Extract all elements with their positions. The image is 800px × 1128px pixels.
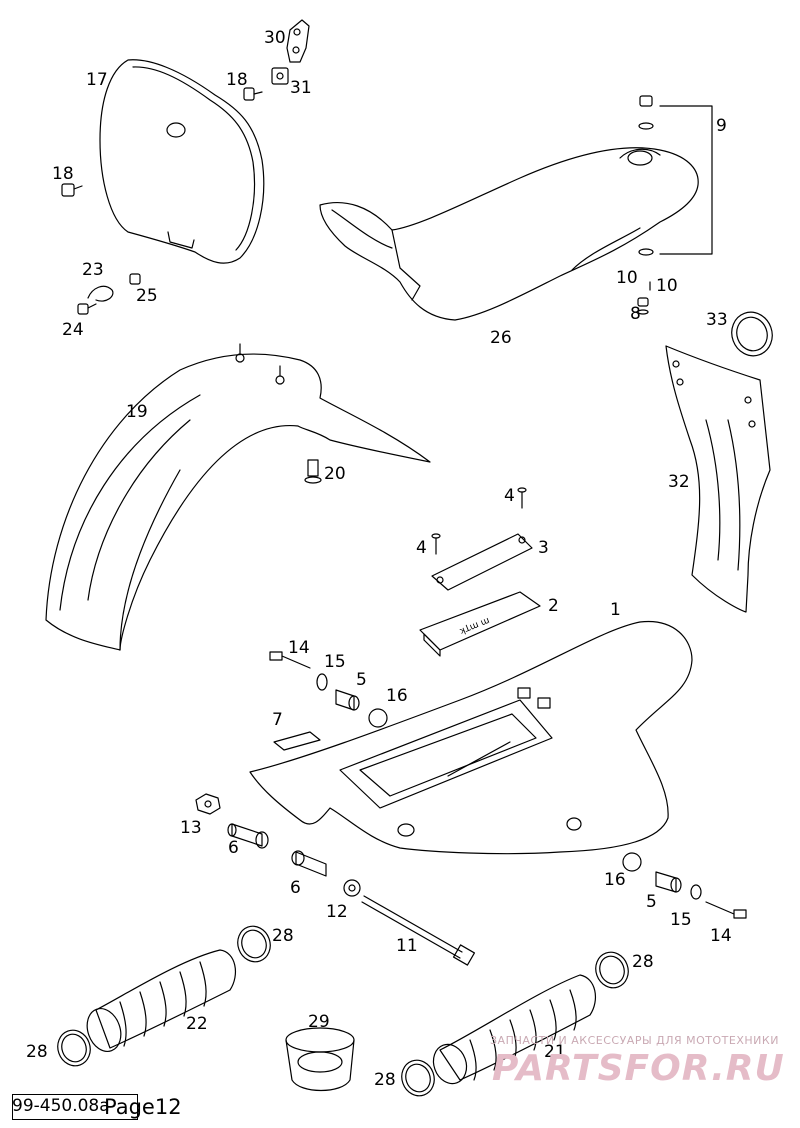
part-12-washer [344,880,360,896]
callout-28-c: 28 [632,952,654,972]
part-25-nut [130,274,140,284]
callout-12: 12 [326,902,348,922]
callout-9: 9 [716,116,727,136]
part-9-seat-fasteners [639,96,712,255]
part-30-bracket [287,20,309,62]
part-18-bolt-top [244,88,262,100]
callout-13: 13 [180,818,202,838]
page-label: Page12 [104,1095,182,1119]
callout-23: 23 [82,260,104,280]
callout-5-left: 5 [356,670,367,690]
part-7-pad [274,732,320,750]
part-28-clamp-b [53,1026,95,1071]
callout-31: 31 [290,78,312,98]
part-15-washer-left [317,674,327,690]
part-19-front-fender [46,344,430,650]
part-1-rear-fender [250,622,692,854]
watermark-subtitle: ЗАПЧАСТИ И АКСЕССУАРЫ ДЛЯ МОТОТЕХНИКИ [490,1034,779,1047]
watermark-brand: PARTSFOR.RU [492,1048,785,1089]
part-8-10-hardware [638,282,650,314]
part-20-bolt [305,460,321,483]
part-32-mud-flap [666,346,770,612]
callout-15-left: 15 [324,652,346,672]
callout-33: 33 [706,310,728,330]
callout-17: 17 [86,70,108,90]
callout-25: 25 [136,286,158,306]
callout-32: 32 [668,472,690,492]
part-13-nut [196,794,220,814]
part-26-seat [320,148,698,320]
callout-6-b: 6 [290,878,301,898]
callout-6-a: 6 [228,838,239,858]
part-18-bolt-left [62,184,82,196]
reference-box [12,1094,138,1120]
part-17-number-plate [100,60,264,263]
callout-28-a: 28 [272,926,294,946]
callout-30: 30 [264,28,286,48]
part-21-intake-boot-right [428,975,595,1088]
callout-18-left: 18 [52,164,74,184]
callout-28-b: 28 [26,1042,48,1062]
part-4-screw-top [518,488,526,508]
part-29-collar [286,1028,354,1091]
part-28-clamp-d [397,1056,439,1101]
callout-26: 26 [490,328,512,348]
part-23-strap [88,286,113,301]
part-6-spacer-b [292,851,326,876]
svg-text:ʞꓕɯ ɯ: ʞꓕɯ ɯ [458,616,491,637]
callout-2: 2 [548,596,559,616]
part-5-bushing-right [656,872,681,892]
part-24-screw [78,304,96,314]
reference-code: 99-450.08a [12,1096,110,1116]
callout-4-left: 4 [416,538,427,558]
part-16-nut-right [623,853,641,871]
callout-14-left: 14 [288,638,310,658]
callout-16-right: 16 [604,870,626,890]
callout-5-right: 5 [646,892,657,912]
callout-15-right: 15 [670,910,692,930]
callout-24: 24 [62,320,84,340]
callout-4-top: 4 [504,486,515,506]
part-5-bushing-left [336,690,359,710]
part-28-clamp-c [591,948,633,993]
callout-7: 7 [272,710,283,730]
callout-19: 19 [126,402,148,422]
callout-22: 22 [186,1014,208,1034]
callout-29: 29 [308,1012,330,1032]
part-16-nut-left [369,709,387,727]
part-4-screw-left [432,534,440,554]
part-33-clamp [726,306,779,361]
part-31-clip-nut [272,68,288,84]
part-28-clamp-a [233,922,275,967]
part-22-intake-boot-left [81,950,235,1056]
callout-11: 11 [396,936,418,956]
callout-10-b: 10 [656,276,678,296]
callout-28-d: 28 [374,1070,396,1090]
callout-16-left: 16 [386,686,408,706]
part-14-bolt-left [270,652,310,668]
callout-3: 3 [538,538,549,558]
part-15-washer-right [691,885,701,899]
part-14-bolt-right [706,902,746,918]
part-2-label: ʞꓕɯ ɯ [420,592,540,656]
callout-21: 21 [544,1042,566,1062]
part-3-cover-plate [432,534,532,590]
part-11-long-bolt [362,896,474,965]
callout-20: 20 [324,464,346,484]
callout-10-a: 10 [616,268,638,288]
callout-18-top: 18 [226,70,248,90]
part-6-spacer-a [228,824,268,848]
callout-14-right: 14 [710,926,732,946]
callout-1: 1 [610,600,621,620]
callout-8: 8 [630,304,641,324]
